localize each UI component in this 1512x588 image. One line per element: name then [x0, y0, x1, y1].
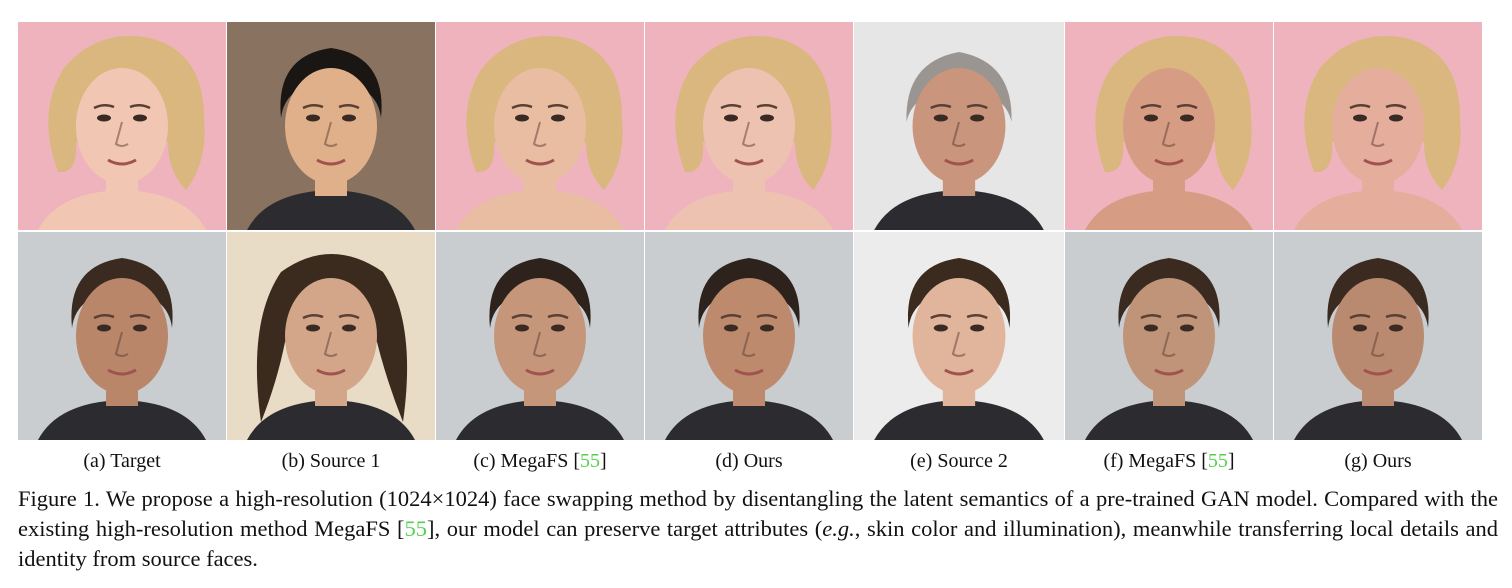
image-row-1	[18, 22, 1482, 230]
face-photo	[18, 22, 226, 230]
face-image-megafs-row2	[1065, 232, 1273, 440]
panel-label-f: (f) MegaFS [55]	[1103, 450, 1235, 472]
face-image-ours-row1	[1274, 22, 1482, 230]
face-image-ours-row2	[1274, 232, 1482, 440]
panel-label-d: (d) Ours	[715, 450, 783, 472]
face-photo	[436, 232, 644, 440]
citation-link[interactable]: 55	[404, 516, 428, 541]
face-image-ours-row1	[645, 22, 853, 230]
face-image-ours-row2	[645, 232, 853, 440]
face-photo	[854, 22, 1064, 230]
face-photo	[854, 232, 1064, 440]
face-photo	[645, 232, 853, 440]
figure-caption: Figure 1. We propose a high-resolution (…	[18, 486, 1498, 571]
face-image-target-row1	[18, 22, 226, 230]
face-photo	[645, 22, 853, 230]
face-photo	[18, 232, 226, 440]
panel-labels: (a) Target (b) Source 1 (c) MegaFS [55] …	[18, 446, 1482, 476]
face-image-megafs-row1	[1065, 22, 1273, 230]
face-photo	[1274, 22, 1482, 230]
face-photo	[1065, 22, 1273, 230]
face-image-megafs-row2	[436, 232, 644, 440]
panel-label-b: (b) Source 1	[281, 450, 381, 472]
face-photo	[1065, 232, 1273, 440]
face-photo	[436, 22, 644, 230]
face-image-source-row1	[227, 22, 435, 230]
image-grid	[18, 22, 1482, 440]
citation-link[interactable]: 55	[579, 450, 600, 472]
panel-label-e: (e) Source 2	[910, 450, 1008, 472]
face-photo	[1274, 232, 1482, 440]
face-image-megafs-row1	[436, 22, 644, 230]
citation-link[interactable]: 55	[1207, 450, 1228, 472]
panel-label-a: (a) Target	[83, 450, 161, 472]
face-image-target-row2	[18, 232, 226, 440]
face-photo	[227, 22, 435, 230]
image-row-2	[18, 232, 1482, 440]
face-image-source-row2	[227, 232, 435, 440]
face-image-source-row2	[854, 232, 1064, 440]
face-image-source-row1	[854, 22, 1064, 230]
panel-label-g: (g) Ours	[1344, 450, 1412, 472]
face-photo	[227, 232, 435, 440]
panel-label-c: (c) MegaFS [55]	[473, 450, 607, 472]
